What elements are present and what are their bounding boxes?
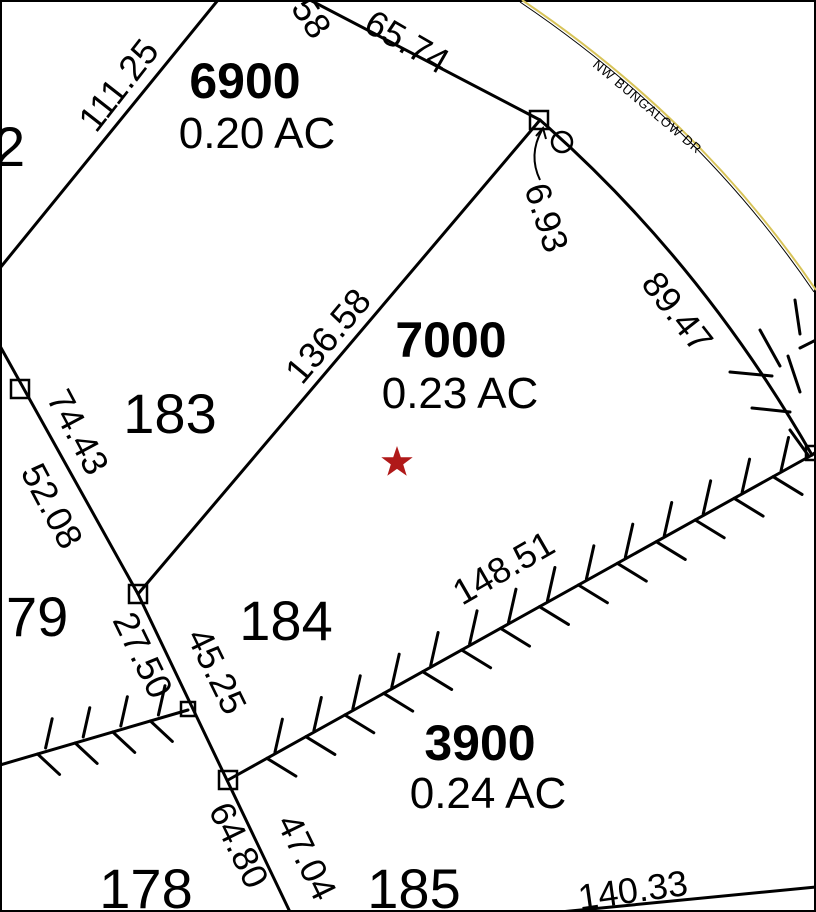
taxlot-number: 3900 — [424, 715, 535, 771]
hatch-tick — [662, 500, 674, 538]
hatch-tick — [576, 583, 609, 605]
hatch-tick — [421, 670, 454, 691]
hatch-tick — [732, 496, 765, 518]
lot-number: 184 — [239, 589, 332, 652]
hatch-tick — [382, 691, 415, 713]
corner-marker — [127, 583, 149, 605]
line-bungalow-frontage — [538, 118, 814, 457]
lot-number: 79 — [6, 585, 68, 648]
dimension-arrow — [533, 129, 543, 181]
lot-number: 185 — [367, 857, 460, 912]
corner-marker — [179, 700, 197, 718]
corner-marker — [528, 109, 550, 131]
hatch-tick — [111, 730, 137, 754]
hatch-tick — [273, 717, 284, 754]
line-east-spur — [810, 450, 816, 457]
hatch-tick — [351, 674, 362, 711]
hatch-tick — [460, 648, 493, 670]
hatch-tick — [312, 695, 323, 733]
hatch-tick — [73, 741, 99, 765]
hatch-tick — [545, 565, 557, 603]
line-65-74 — [308, 0, 542, 122]
hatch-tick — [81, 706, 92, 739]
line-west-upper — [0, 344, 140, 596]
taxlot-number: 6900 — [189, 53, 300, 109]
street-label: NW BUNGALOW DR — [590, 57, 705, 157]
dimension-label: 6.93 — [516, 178, 577, 257]
dimension-label: 140.33 — [575, 862, 690, 912]
dimension-label: 58 — [283, 0, 339, 46]
hatch-tick — [343, 713, 376, 735]
hatch-tick — [156, 684, 167, 717]
hatch-tick — [44, 717, 54, 750]
street-edge-line-dark — [519, 1, 815, 293]
hatch-tick — [701, 479, 713, 516]
hatch-tick — [119, 695, 129, 728]
street-edge-line — [521, 0, 816, 291]
dimension-arrowhead — [535, 125, 547, 140]
taxlot-number: 7000 — [395, 312, 506, 368]
corner-marker — [804, 444, 816, 462]
hatch-tick — [693, 518, 726, 540]
line-111-25 — [0, 0, 220, 270]
hatch-tick — [390, 652, 401, 689]
hatch-tick — [623, 522, 635, 559]
hatch-tick — [507, 587, 518, 624]
line-hatched-west — [0, 708, 190, 767]
corner-marker — [9, 378, 31, 400]
taxlot-area: 0.24 AC — [410, 769, 567, 818]
lot-number: 183 — [123, 382, 216, 445]
hatch-tick — [468, 609, 479, 646]
hatch-tick — [615, 561, 648, 583]
hatch-tick — [429, 630, 440, 668]
corner-marker — [217, 769, 239, 791]
dimension-label: 64.80 — [201, 796, 277, 895]
subject-property-star — [381, 446, 413, 476]
hatch-marks-east — [728, 298, 816, 457]
hatch-tick — [779, 435, 791, 473]
line-140-33 — [558, 885, 816, 912]
hatch-tick — [654, 540, 687, 561]
hatch-tick — [740, 457, 752, 494]
hatch-tick — [265, 756, 298, 778]
hatch-tick — [148, 719, 174, 743]
line-148-51 — [226, 453, 814, 782]
hatch-tick — [537, 605, 570, 626]
lot-number: 178 — [99, 857, 192, 912]
hatch-tick — [584, 544, 596, 581]
lot-number: 2 — [0, 115, 25, 178]
dimension-label: 148.51 — [446, 522, 562, 613]
line-136-58 — [136, 118, 542, 596]
dimension-label: 65.74 — [358, 1, 457, 82]
dimension-label: 27.50 — [105, 606, 181, 705]
dimension-label: 89.47 — [634, 264, 722, 360]
taxlot-area: 0.23 AC — [382, 369, 539, 418]
monument-circle — [550, 130, 574, 154]
hatch-marks-west — [36, 684, 174, 776]
hatch-tick — [499, 626, 532, 648]
taxlot-area: 0.20 AC — [179, 109, 336, 158]
hatch-marks-south — [265, 435, 804, 778]
hatch-tick — [304, 735, 337, 756]
line-west-lower — [136, 592, 292, 912]
hatch-tick — [771, 475, 804, 496]
dimension-label: 136.58 — [277, 280, 379, 391]
hatch-tick — [36, 752, 62, 776]
